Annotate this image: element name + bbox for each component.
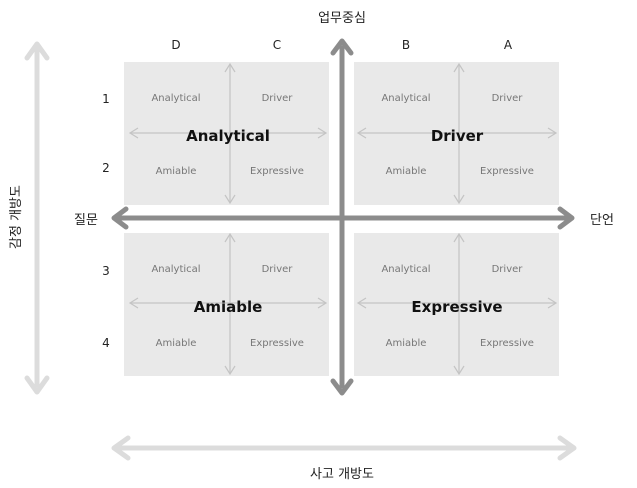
row-label-3: 3 [102, 264, 110, 278]
column-label-a: A [503, 38, 513, 52]
q2-sub-expressive: Expressive [480, 166, 534, 177]
q3-sub-analytical: Analytical [151, 264, 201, 275]
q1-sub-driver: Driver [261, 93, 293, 104]
q2-title: Driver [430, 127, 484, 145]
vertical-outer-arrowhead-bottom [24, 375, 50, 395]
column-label-c: C [272, 38, 282, 52]
horizontal-outer-arrowhead-left [111, 435, 131, 461]
q1-sub-expressive: Expressive [250, 166, 304, 177]
right-axis-label: 단언 [590, 213, 614, 228]
row-label-1: 1 [102, 92, 110, 106]
horizontal-main-arrowhead-left [111, 206, 129, 230]
vertical-outer-arrowhead-top [24, 41, 50, 61]
q3-sub-amiable: Amiable [155, 338, 197, 349]
q4-title: Expressive [411, 298, 503, 316]
q1-title: Analytical [186, 127, 270, 145]
quadrant-expressive [354, 233, 559, 376]
q3-sub-driver: Driver [261, 264, 293, 275]
q2-sub-driver: Driver [491, 93, 523, 104]
q3-title: Amiable [193, 298, 263, 316]
q2-sub-analytical: Analytical [381, 93, 431, 104]
top-axis-label: 업무중심 [318, 11, 366, 26]
q4-sub-expressive: Expressive [480, 338, 534, 349]
row-label-2: 2 [102, 161, 110, 175]
horizontal-outer-arrowhead-right [557, 435, 577, 461]
q1-sub-amiable: Amiable [155, 166, 197, 177]
bottom-axis-label: 사고 개방도 [310, 467, 374, 482]
q3-sub-expressive: Expressive [250, 338, 304, 349]
q2-sub-amiable: Amiable [385, 166, 427, 177]
column-label-b: B [401, 38, 411, 52]
vertical-axis-label: 감정 개방도 [9, 185, 24, 249]
vertical-main-arrowhead-bottom [330, 378, 354, 396]
left-axis-label: 질문 [74, 213, 98, 228]
inner-arrows [128, 62, 558, 376]
horizontal-main-arrowhead-right [557, 206, 575, 230]
q1-sub-analytical: Analytical [151, 93, 201, 104]
column-label-d: D [171, 38, 181, 52]
q4-sub-amiable: Amiable [385, 338, 427, 349]
vertical-main-arrowhead-top [330, 38, 354, 56]
row-label-4: 4 [102, 336, 110, 350]
quadrant-amiable [124, 233, 329, 376]
q4-sub-driver: Driver [491, 264, 523, 275]
q4-sub-analytical: Analytical [381, 264, 431, 275]
